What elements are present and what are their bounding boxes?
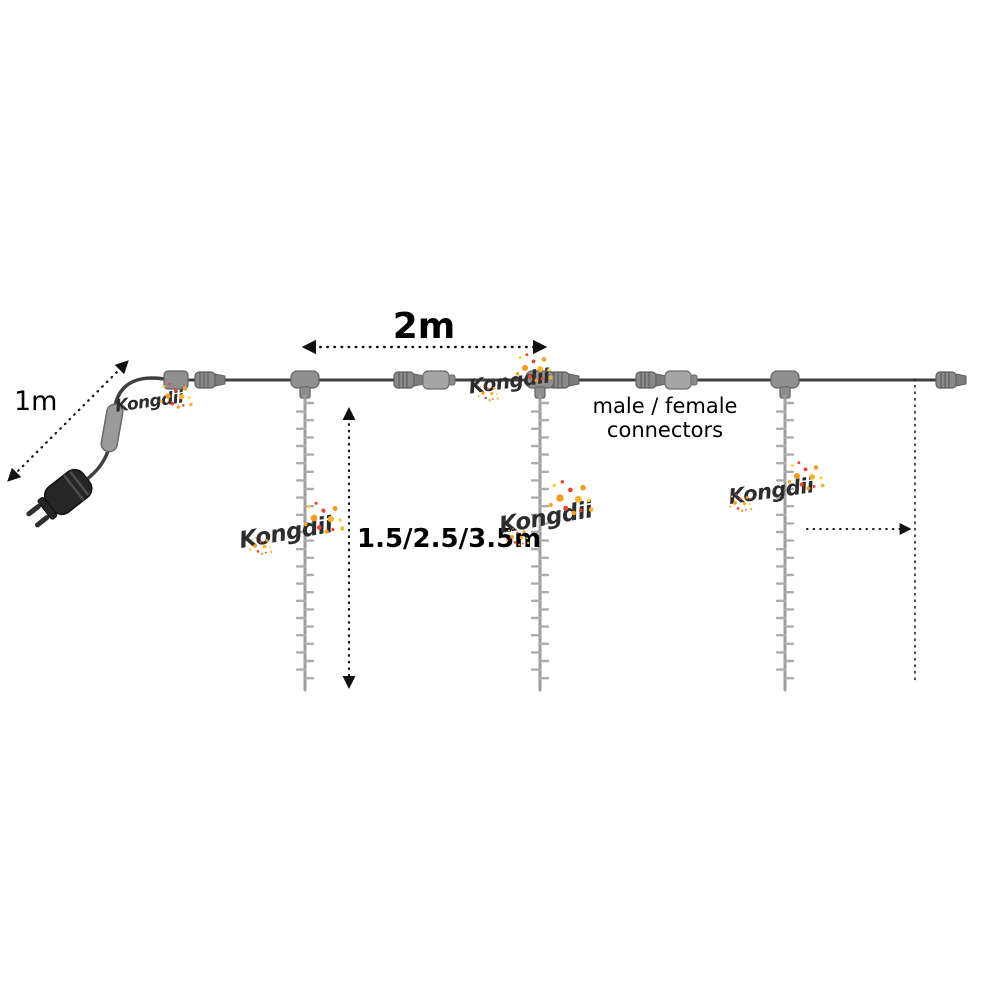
brand-logo-5: Kongdii [727, 473, 816, 509]
power-plug [26, 468, 93, 528]
drop-joint-3 [770, 370, 800, 399]
measurement-lead: 1m [7, 360, 129, 482]
measurement-drop: 1.5/2.5/3.5m [342, 407, 541, 689]
light-string-2 [530, 394, 550, 692]
label-1m: 1m [14, 386, 57, 417]
extension-guides [806, 378, 916, 685]
brand-logo-4: Kongdii [497, 497, 596, 539]
brand-logo-text: Kongdii [727, 473, 816, 509]
drop-joint-1 [290, 370, 320, 399]
label-connectors-line1: male / female [593, 394, 738, 418]
connector-pair-1 [394, 371, 455, 389]
brand-logo-text: Kongdii [237, 512, 336, 554]
light-strings [295, 394, 795, 692]
connector-pair-2 [636, 371, 697, 389]
controller-box [163, 370, 189, 390]
light-string-1 [295, 394, 315, 692]
connector-male-start [194, 371, 226, 389]
measurement-spacing: 2m [301, 306, 548, 355]
label-drop-lengths: 1.5/2.5/3.5m [357, 524, 541, 554]
connector-end [935, 371, 967, 389]
label-2m: 2m [393, 306, 456, 347]
label-connectors-line2: connectors [607, 418, 723, 442]
light-string-3 [775, 394, 795, 692]
brand-logo-2: Kongdii [237, 512, 336, 554]
brand-logo-text: Kongdii [497, 497, 596, 539]
connectors-label: male / female connectors [593, 394, 738, 442]
